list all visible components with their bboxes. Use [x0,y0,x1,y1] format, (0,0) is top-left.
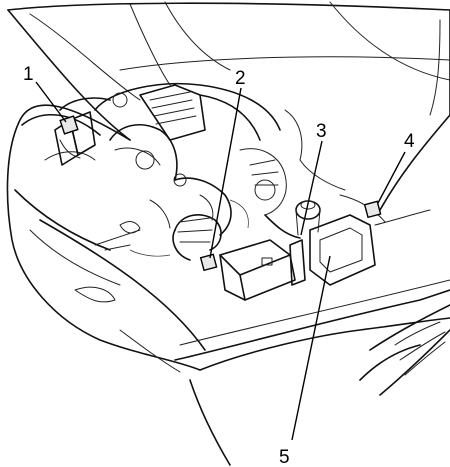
component-2-box [199,253,218,272]
leader-line-1 [35,81,67,123]
leader-lines [35,81,406,441]
callout-2: 2 [235,68,246,89]
callout-1: 1 [23,64,34,85]
leader-line-5 [291,255,331,441]
callout-4: 4 [404,131,415,152]
callout-5: 5 [279,447,290,467]
engine [54,82,431,301]
callout-3: 3 [316,121,327,142]
callout-labels: 1 2 3 4 5 [23,64,415,467]
leader-line-3 [300,140,323,236]
leader-line-2 [209,87,242,259]
component-4-box [363,200,382,219]
component-boxes [59,115,382,272]
leader-line-4 [377,151,406,204]
car-body [6,97,450,466]
hood [7,1,450,141]
